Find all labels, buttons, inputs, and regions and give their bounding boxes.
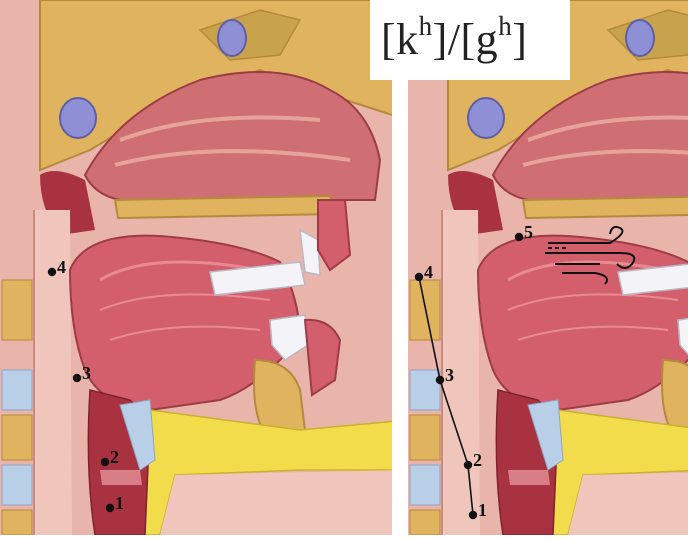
panel-gutter bbox=[392, 0, 408, 535]
right-marker-1-label: 1 bbox=[478, 500, 487, 520]
title-part-2: ]/[g bbox=[433, 15, 499, 64]
right-anatomy bbox=[408, 0, 688, 535]
right-marker-1-dot bbox=[469, 511, 477, 519]
left-marker-1-dot bbox=[106, 504, 114, 512]
right-marker-4-dot bbox=[415, 273, 423, 281]
title-kh-gh: [kh]/[gh] bbox=[381, 14, 527, 65]
left-marker-2-label: 2 bbox=[110, 447, 119, 467]
title-part-1: [k bbox=[381, 15, 419, 64]
left-marker-1-label: 1 bbox=[115, 493, 124, 513]
right-marker-5-dot bbox=[515, 233, 523, 241]
left-marker-3-label: 3 bbox=[82, 363, 91, 383]
left-marker-4-label: 4 bbox=[57, 257, 66, 277]
right-marker-3-label: 3 bbox=[445, 365, 454, 385]
title-superscript-1: h bbox=[419, 11, 433, 41]
left-marker-3-dot bbox=[73, 374, 81, 382]
right-marker-4-label: 4 bbox=[424, 262, 433, 282]
right-marker-5-label: 5 bbox=[524, 222, 533, 242]
title-part-3: ] bbox=[512, 15, 527, 64]
right-marker-2-dot bbox=[464, 461, 472, 469]
title-superscript-2: h bbox=[498, 11, 512, 41]
right-marker-3-dot bbox=[436, 376, 444, 384]
right-marker-2-label: 2 bbox=[473, 450, 482, 470]
left-marker-4-dot bbox=[48, 268, 56, 276]
left-marker-2-dot bbox=[101, 458, 109, 466]
